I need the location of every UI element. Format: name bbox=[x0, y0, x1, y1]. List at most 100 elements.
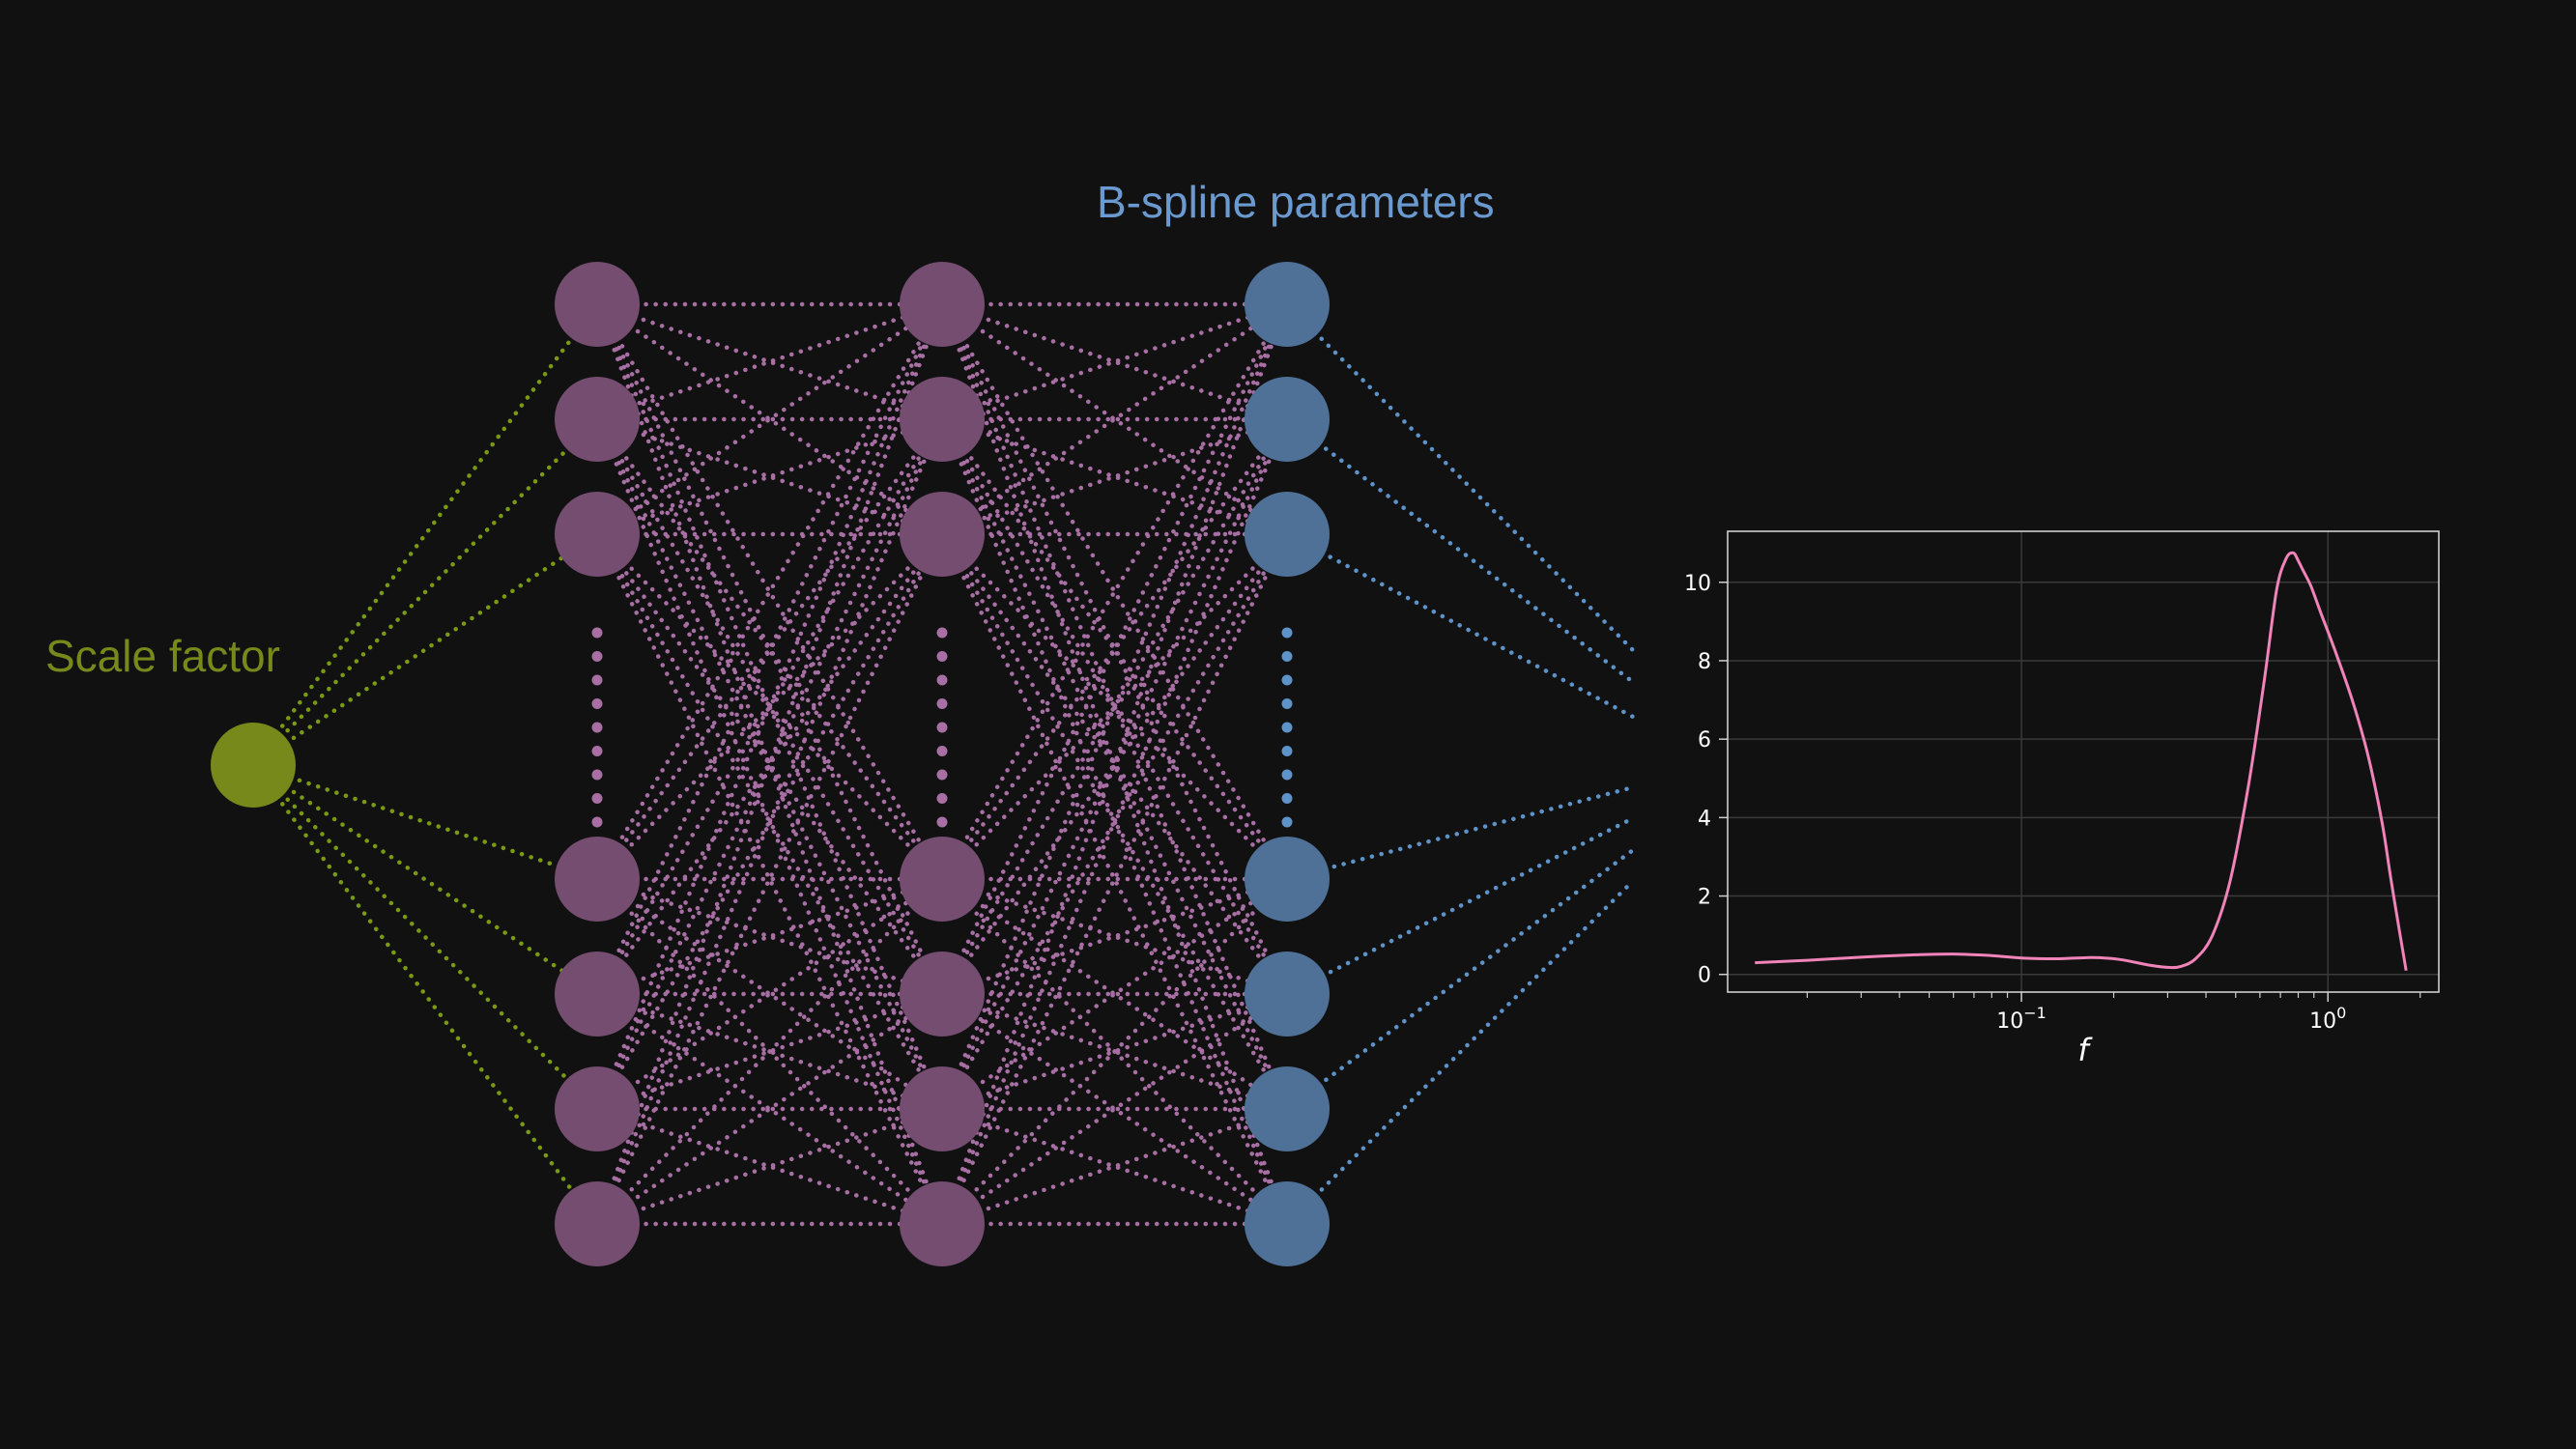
hidden-edge bbox=[594, 301, 945, 1227]
hidden-edge bbox=[939, 301, 1290, 537]
hidden-edge bbox=[594, 1106, 945, 1227]
ellipsis-dot bbox=[1281, 674, 1293, 686]
hidden-node bbox=[900, 492, 985, 577]
hidden-edge bbox=[594, 991, 945, 1112]
hidden-node bbox=[900, 377, 985, 462]
hidden-edge bbox=[939, 876, 1290, 997]
ellipsis-dot bbox=[936, 722, 948, 733]
hidden-node bbox=[900, 1181, 985, 1266]
input-edge bbox=[250, 762, 600, 1227]
ellipsis-dot bbox=[936, 793, 948, 804]
layer-ellipses bbox=[591, 627, 1293, 828]
hidden-node bbox=[555, 1181, 640, 1266]
output-node bbox=[1245, 492, 1330, 577]
hidden-node bbox=[555, 492, 640, 577]
input-label: Scale factor bbox=[45, 631, 280, 681]
output-edge bbox=[1284, 815, 1636, 997]
ellipsis-dot bbox=[1281, 627, 1293, 639]
input-connections bbox=[250, 301, 600, 1227]
hidden-edge bbox=[594, 531, 945, 997]
hidden-edge bbox=[939, 301, 1290, 422]
ellipsis-dot bbox=[936, 769, 948, 781]
hidden-edge bbox=[939, 416, 1290, 1227]
hidden-connections bbox=[594, 301, 1290, 1227]
hidden-edge bbox=[939, 876, 1290, 1227]
hidden-edge bbox=[594, 876, 945, 997]
input-edge bbox=[250, 301, 600, 768]
output-edge bbox=[1284, 847, 1636, 1112]
output-edge bbox=[1284, 416, 1636, 685]
output-node bbox=[1245, 1066, 1330, 1151]
output-edge bbox=[1284, 784, 1636, 882]
chart-frame bbox=[1727, 530, 2440, 993]
hidden-edge bbox=[939, 1106, 1290, 1227]
hidden-edge bbox=[939, 301, 1290, 422]
hidden-edge bbox=[594, 991, 945, 1227]
output-connections bbox=[1284, 301, 1636, 1227]
y-tick-label: 4 bbox=[1698, 807, 1711, 831]
ellipsis-dot bbox=[1281, 698, 1293, 709]
ellipsis-dot bbox=[1281, 769, 1293, 781]
spectrum-curve bbox=[1755, 551, 2408, 971]
hidden-node bbox=[900, 952, 985, 1037]
output-node bbox=[1245, 952, 1330, 1037]
y-tick-label: 2 bbox=[1698, 886, 1711, 910]
y-tick-label: 8 bbox=[1698, 650, 1711, 674]
hidden-edge bbox=[939, 531, 1290, 1227]
hidden-edge bbox=[939, 531, 1290, 997]
hidden-node bbox=[555, 952, 640, 1037]
x-tick-label: 100 bbox=[2309, 1004, 2346, 1034]
hidden-edge bbox=[939, 301, 1290, 1227]
hidden-node bbox=[555, 262, 640, 347]
ellipsis-dot bbox=[1281, 793, 1293, 804]
hidden-edge bbox=[594, 416, 945, 1112]
hidden-edge bbox=[594, 301, 945, 997]
hidden-edge bbox=[594, 301, 945, 422]
ellipsis-dot bbox=[591, 746, 603, 756]
hidden-edge bbox=[594, 416, 945, 537]
chart-grid bbox=[1728, 531, 2439, 992]
hidden-edge bbox=[594, 1106, 945, 1227]
ellipsis-dot bbox=[591, 793, 603, 804]
input-edge bbox=[250, 762, 600, 997]
ellipsis-dot bbox=[591, 816, 603, 828]
input-node bbox=[211, 723, 296, 808]
hidden-edge bbox=[939, 301, 1290, 537]
hidden-edge bbox=[594, 416, 945, 537]
x-tick-label: 10−1 bbox=[1996, 1004, 2046, 1034]
ellipsis-dot bbox=[591, 769, 603, 781]
hidden-node bbox=[555, 837, 640, 922]
ellipsis-dot bbox=[936, 627, 948, 639]
ellipsis-dot bbox=[591, 722, 603, 733]
ellipsis-dot bbox=[936, 746, 948, 756]
output-edge bbox=[1284, 878, 1636, 1227]
hidden-edge bbox=[939, 416, 1290, 537]
hidden-edge bbox=[939, 1106, 1290, 1227]
hidden-edge bbox=[594, 301, 945, 1112]
y-tick-label: 10 bbox=[1684, 572, 1711, 596]
ellipsis-dot bbox=[936, 698, 948, 709]
hidden-edge bbox=[594, 876, 945, 1227]
hidden-edge bbox=[594, 416, 945, 1227]
input-edge bbox=[250, 531, 600, 768]
hidden-edge bbox=[594, 301, 945, 422]
hidden-edge bbox=[594, 301, 945, 1227]
hidden-node bbox=[900, 1066, 985, 1151]
y-tick-label: 6 bbox=[1698, 728, 1711, 753]
hidden-edge bbox=[939, 991, 1290, 1112]
output-node bbox=[1245, 1181, 1330, 1266]
ellipsis-dot bbox=[936, 674, 948, 686]
ellipsis-dot bbox=[591, 651, 603, 662]
hidden-edge bbox=[594, 531, 945, 997]
ellipsis-dot bbox=[1281, 816, 1293, 828]
ellipsis-dot bbox=[1281, 651, 1293, 662]
ellipsis-dot bbox=[591, 627, 603, 639]
output-edge bbox=[1284, 531, 1636, 720]
output-edge bbox=[1284, 301, 1636, 653]
hidden-edge bbox=[939, 301, 1290, 1227]
hidden-edge bbox=[939, 416, 1290, 537]
hidden-node bbox=[900, 262, 985, 347]
input-edge bbox=[250, 416, 600, 768]
